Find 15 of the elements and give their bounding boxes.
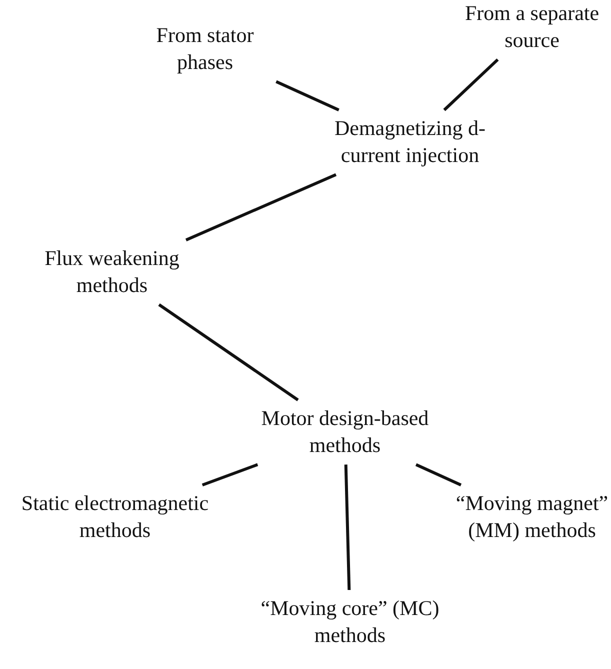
node-label: Flux weakening methods: [44, 245, 180, 300]
connector-line: [443, 58, 499, 112]
connector-line: [202, 463, 258, 486]
node-label: From stator phases: [155, 22, 255, 76]
node-label: Motor design-based methods: [260, 405, 430, 460]
connector-line: [185, 173, 337, 242]
connector-line: [276, 80, 340, 112]
node-label: Demagnetizing d-current injection: [333, 115, 487, 170]
node-label: Static electromagnetic methods: [20, 490, 210, 544]
node-label: “Moving magnet” (MM) methods: [454, 490, 610, 544]
connector-line: [158, 303, 299, 402]
node-label: “Moving core” (MC) methods: [260, 595, 440, 650]
node-label: From a separate source: [464, 0, 600, 54]
connector-line: [415, 463, 462, 486]
connector-line: [344, 464, 351, 590]
